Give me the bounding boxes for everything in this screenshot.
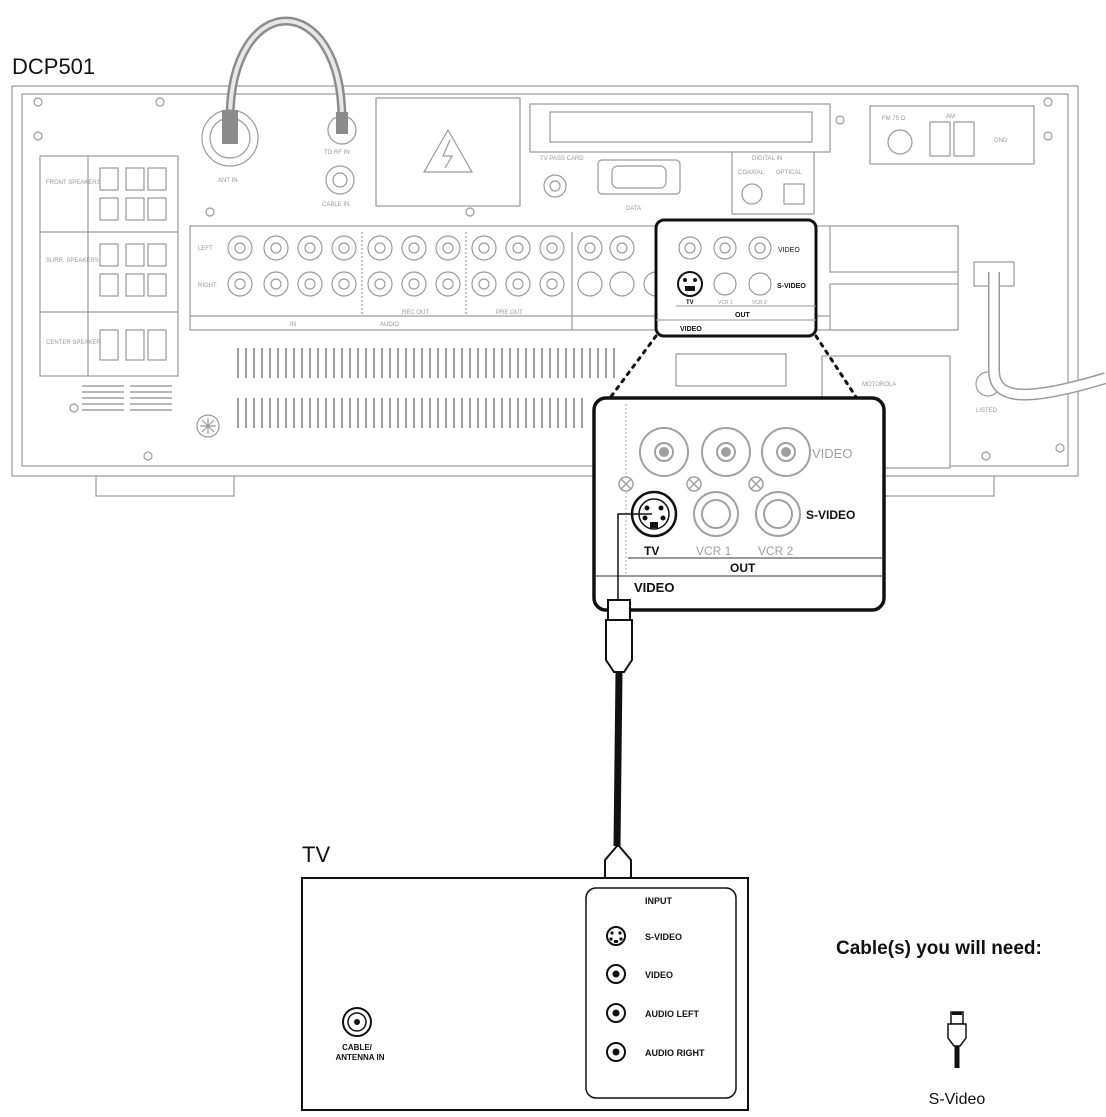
video-out-highlight-small: VIDEO TV VCR 1 VCR 2 S-VIDEO OUT VIDEO — [654, 218, 818, 338]
data-port-label: DATA — [626, 206, 641, 212]
tv-pass-card-label: TV PASS CARD — [540, 156, 584, 162]
svideo-cable-legend-label: S-Video — [929, 1091, 986, 1108]
tv-audio-right-input-jack[interactable] — [606, 1042, 626, 1062]
tv-audio-left-label: AUDIO LEFT — [645, 1009, 699, 1019]
zoom-svideo-label: S-VIDEO — [806, 508, 855, 522]
front-speakers-label: FRONT SPEAKERS — [46, 180, 101, 186]
optical-label: OPTICAL — [776, 170, 802, 176]
tv-svideo-label: S-VIDEO — [645, 932, 682, 942]
fm-label: FM 75 Ω — [882, 116, 906, 122]
zoom-video-label: VIDEO — [812, 446, 852, 461]
small-group-video-label: VIDEO — [680, 326, 702, 333]
in-label: IN — [290, 322, 296, 328]
zoom-vcr2-label: VCR 2 — [758, 544, 794, 558]
audio-label: AUDIO — [380, 322, 399, 328]
tv-svideo-input-jack[interactable] — [606, 926, 626, 946]
coaxial-label: COAXIAL — [738, 170, 765, 176]
small-tv-label: TV — [686, 300, 694, 306]
svideo-cable-legend-icon — [947, 1011, 967, 1068]
ant-in-label: ANT IN — [218, 178, 238, 184]
center-speaker-label: CENTER SPEAKER — [46, 340, 101, 346]
rec-out-label: REC OUT — [402, 310, 429, 316]
motorola-label: MOTOROLA — [862, 382, 896, 388]
tv-cable-label-line2: ANTENNA IN — [335, 1053, 384, 1062]
cables-needed-title: Cable(s) you will need: — [836, 938, 1042, 959]
zoom-out-label: OUT — [730, 561, 756, 575]
zoom-vcr1-label: VCR 1 — [696, 544, 732, 558]
listed-label: LISTED — [976, 408, 998, 414]
to-rf-in-label: TO RF IN — [324, 150, 350, 156]
tv-cable-antenna-jack[interactable] — [342, 1007, 372, 1037]
surr-speakers-label: SURR. SPEAKERS — [46, 258, 99, 264]
right-label: RIGHT — [198, 283, 217, 289]
video-out-zoom-panel: VIDEO TV VCR 1 VCR 2 S-VIDEO OUT VIDEO — [592, 396, 886, 612]
small-out-label: OUT — [735, 312, 751, 319]
am-label: AM — [946, 114, 955, 120]
zoom-guide-right — [814, 334, 860, 402]
zoom-tv-label: TV — [644, 544, 659, 558]
tv-audio-right-label: AUDIO RIGHT — [645, 1048, 705, 1058]
small-tv-svideo-jack — [677, 271, 703, 297]
digital-in-label: DIGITAL IN — [752, 156, 782, 162]
small-svideo-label: S-VIDEO — [777, 283, 806, 290]
device-title: DCP501 — [12, 54, 95, 79]
dcp501-rear-panel: ANT IN TO RF IN CABLE IN TV PASS CARD DA… — [11, 16, 1106, 497]
tv-video-input-jack[interactable] — [606, 964, 626, 984]
tv-title: TV — [302, 842, 330, 867]
tv-audio-left-input-jack[interactable] — [606, 1003, 626, 1023]
tv-input-title: INPUT — [645, 896, 673, 906]
tv-video-label: VIDEO — [645, 970, 673, 980]
tv-input-panel — [585, 887, 737, 1099]
pre-out-label: PRE OUT — [496, 310, 523, 316]
zoom-group-video-label: VIDEO — [634, 580, 674, 595]
tv-cable-label-line1: CABLE/ — [342, 1043, 373, 1052]
cable-in-label: CABLE IN — [322, 202, 349, 208]
small-vcr2-label: VCR 2 — [752, 300, 767, 306]
small-vcr1-label: VCR 1 — [718, 300, 733, 306]
left-label: LEFT — [198, 246, 213, 252]
small-video-label: VIDEO — [778, 247, 800, 254]
zoom-guide-left — [602, 334, 658, 408]
gnd-label: GND — [994, 138, 1008, 144]
